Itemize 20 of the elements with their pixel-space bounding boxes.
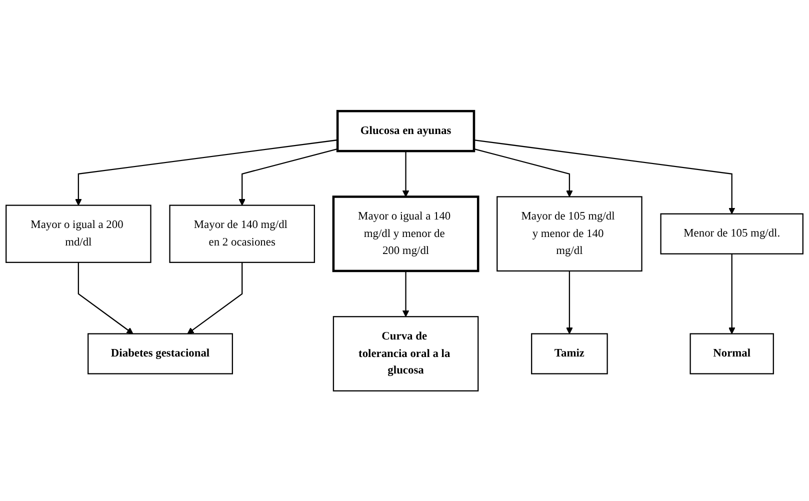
node-box: Diabetes gestacional bbox=[88, 332, 233, 374]
arrow bbox=[238, 148, 338, 206]
arrow bbox=[728, 253, 736, 334]
node-box: Mayor o igual a 200 md/dl bbox=[6, 204, 152, 262]
arrow bbox=[78, 262, 134, 334]
arrow bbox=[187, 262, 243, 334]
node-box: Mayor de 140 mg/dl en 2 ocasiones bbox=[169, 204, 315, 262]
arrow bbox=[402, 150, 410, 197]
node-box: Tamiz bbox=[531, 332, 608, 374]
node-box: Mayor de 105 mg/dl y menor de 140 mg/dl bbox=[496, 196, 642, 272]
node-box: Normal bbox=[690, 332, 774, 374]
node-box: Mayor o igual a 140 mg/dl y menor de 200 mg/dl bbox=[332, 195, 480, 272]
node-box: Menor de 105 mg/dl. bbox=[660, 212, 804, 254]
arrow bbox=[474, 138, 736, 214]
node-box: Glucosa en ayunas bbox=[336, 109, 476, 152]
node-box: Curva de tolerancia oral a la glucosa bbox=[332, 316, 479, 391]
arrow bbox=[474, 148, 573, 197]
arrow bbox=[402, 270, 410, 316]
arrow bbox=[566, 270, 573, 334]
arrow bbox=[75, 138, 338, 206]
